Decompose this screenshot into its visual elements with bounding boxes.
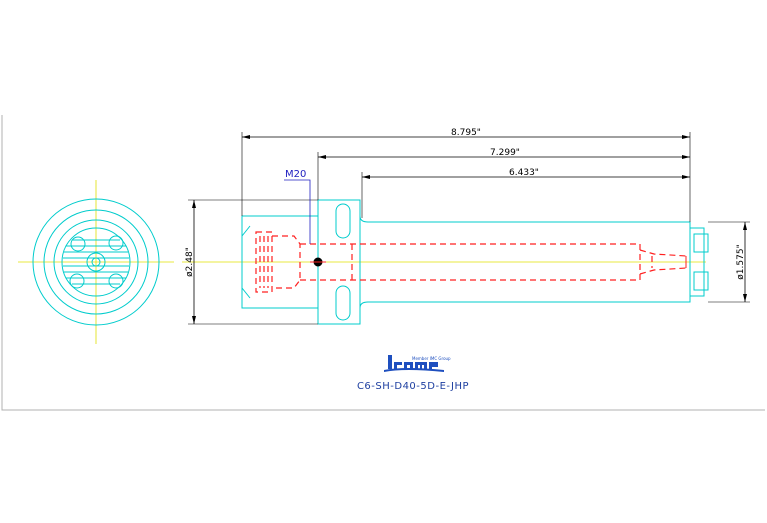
overall-length-label: 8.795" bbox=[451, 128, 481, 138]
iscar-logo: Member IMC Group bbox=[384, 355, 451, 372]
iscar-logo-tagline: Member IMC Group bbox=[412, 356, 451, 361]
bolt-hole-top-right bbox=[108, 235, 124, 251]
bore-hidden-lines bbox=[300, 243, 687, 281]
iscar-logo-mark bbox=[384, 355, 444, 372]
head-outline bbox=[241, 215, 318, 309]
bolt-hole-top-left bbox=[70, 236, 86, 252]
tail-screw-top bbox=[693, 233, 709, 253]
end-view-center-bore-outer bbox=[86, 252, 106, 272]
thread-callout-label: M20 bbox=[285, 169, 306, 180]
end-view-inner-circle bbox=[53, 219, 139, 305]
bolt-hole-bottom-left bbox=[69, 273, 85, 289]
head-taper-line bbox=[241, 225, 251, 237]
end-view-center-bore-inner bbox=[91, 257, 101, 267]
thread-callout: M20 bbox=[284, 169, 311, 244]
dimensions: 8.795" 7.299" 6.433" ø2.48" ø1.575" bbox=[185, 128, 750, 325]
flange-slot-top bbox=[335, 203, 351, 239]
part-number: C6-SH-D40-5D-E-JHP bbox=[357, 381, 469, 392]
thread-callout-leader bbox=[284, 179, 311, 244]
head-diameter-label: ø2.48" bbox=[185, 247, 195, 277]
end-view-outer-circle bbox=[32, 198, 160, 326]
head-taper-line-lower bbox=[241, 287, 251, 299]
shank-diameter-label: ø1.575" bbox=[736, 244, 746, 279]
end-view-flange-circle bbox=[43, 209, 149, 315]
thread-hidden-lines bbox=[255, 231, 301, 293]
tail-outline bbox=[689, 227, 705, 297]
end-view-bolt-holes bbox=[69, 235, 124, 289]
flange-slot-bottom bbox=[335, 285, 351, 321]
side-view bbox=[182, 199, 709, 325]
drawing-frame bbox=[1, 115, 765, 411]
end-view bbox=[18, 180, 174, 344]
end-view-face-circle bbox=[61, 227, 131, 297]
flange-to-end-label: 7.299" bbox=[490, 148, 520, 158]
bolt-hole-bottom-right bbox=[108, 273, 124, 289]
shank-length-label: 6.433" bbox=[509, 168, 539, 178]
tail-screw-bottom bbox=[693, 271, 709, 291]
